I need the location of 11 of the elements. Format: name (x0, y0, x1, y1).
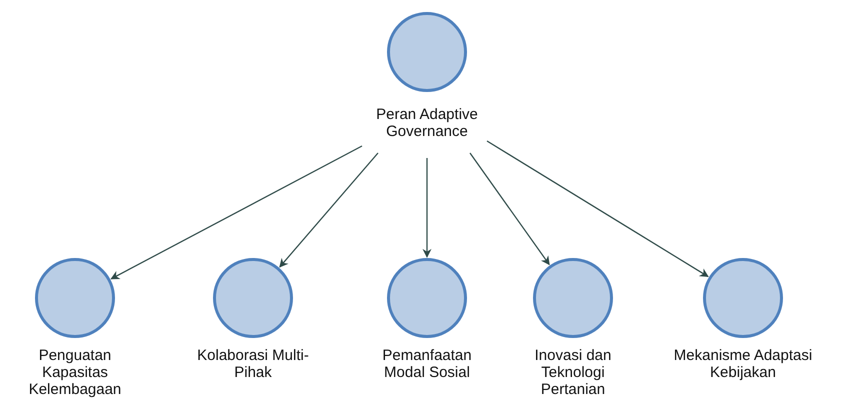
node-label: Kolaborasi Multi-Pihak (196, 347, 310, 381)
node-label: Peran Adaptive Governance (375, 106, 479, 140)
arrow (486, 140, 709, 278)
arrow (470, 152, 550, 266)
node-label: Mekanisme Adaptasi Kebijakan (672, 347, 814, 381)
node-label: Penguatan Kapasitas Kelembagaan (28, 347, 122, 398)
node-label: Pemanfaatan Modal Sosial (381, 347, 473, 381)
arrow (279, 152, 378, 268)
node-label: Inovasi dan Teknologi Pertanian (534, 347, 612, 398)
arrow (422, 158, 432, 258)
arrow (110, 145, 362, 280)
